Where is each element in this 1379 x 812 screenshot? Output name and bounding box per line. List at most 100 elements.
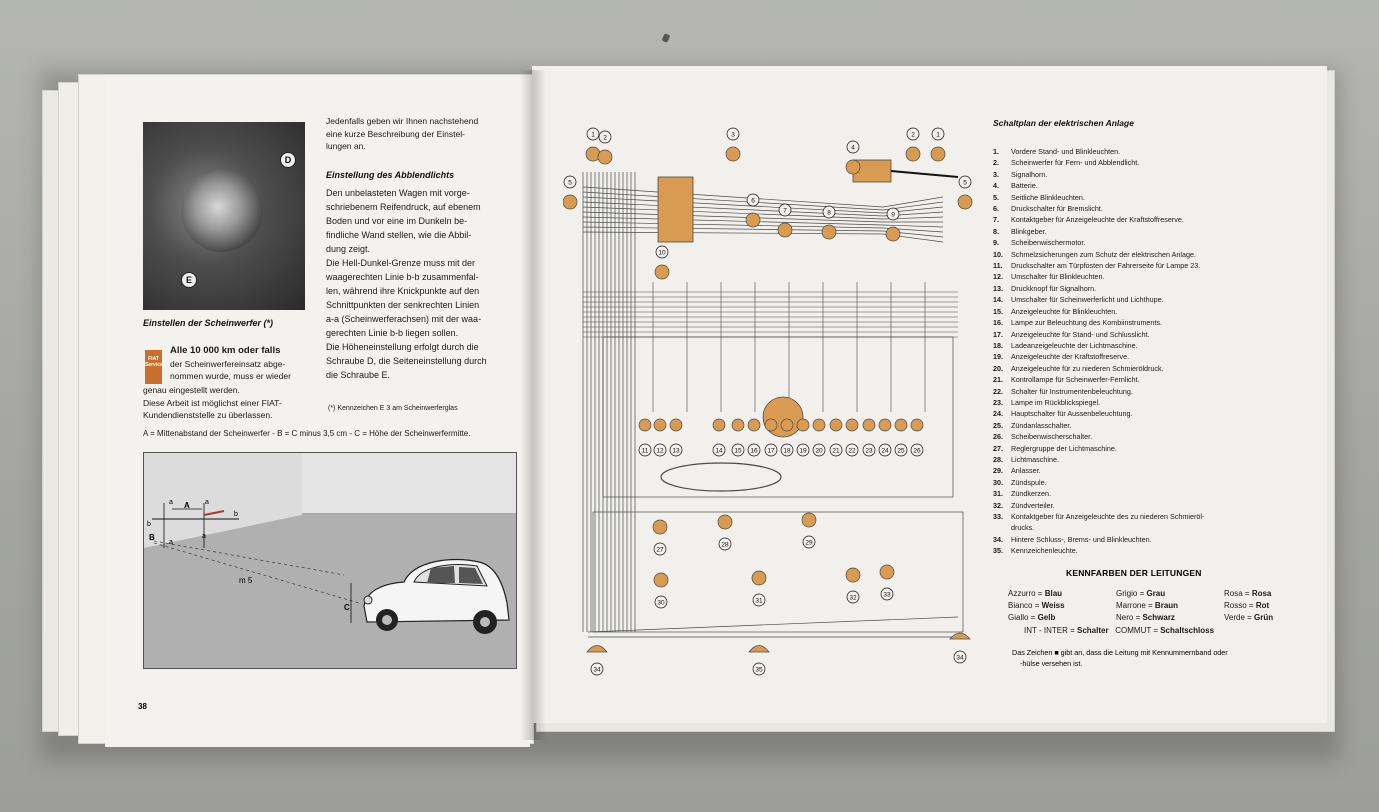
- abbrev-line: INT - INTER = Schalter COMMUT = Schaltsc…: [1024, 626, 1215, 635]
- component-number: 3.: [993, 169, 999, 179]
- component-33: [879, 564, 895, 580]
- component-text: Anzeigeleuchte für Stand- und Schlusslic…: [1011, 329, 1150, 339]
- caption-line: genau eingestellt werden.: [143, 385, 240, 395]
- component-text: Druckschalter für Bremslicht.: [1011, 204, 1103, 214]
- component-list-item: 25.Zündanlasschalter.: [993, 420, 1303, 431]
- component-text: Reglergruppe der Lichtmaschine.: [1011, 443, 1117, 453]
- color-it: Rosa: [1224, 589, 1243, 598]
- component-number-label: 3: [731, 132, 735, 139]
- component-text: Scheibenwischermotor.: [1011, 238, 1086, 248]
- fuse-box: [657, 176, 694, 243]
- color-entry: Nero = Schwarz: [1116, 613, 1175, 622]
- callout-circle: [822, 205, 836, 219]
- component-list-item: 30.Zündspule.: [993, 477, 1303, 488]
- component-text: drucks.: [1011, 523, 1035, 533]
- component-list-item: 20.Anzeigeleuchte für zu niederen Schmie…: [993, 363, 1303, 374]
- color-entry: Giallo = Gelb: [1008, 613, 1056, 622]
- component-list-item: 12.Umschalter für Blinkleuchten.: [993, 271, 1303, 282]
- component-list-item: 33.Kontaktgeber für Anzeigeleuchte des z…: [993, 511, 1303, 522]
- component-19: [796, 418, 810, 432]
- color-it: Verde: [1224, 613, 1245, 622]
- color-entry: Rosso = Rot: [1224, 601, 1270, 610]
- photo-caption: Einstellen der Scheinwerfer (*): [143, 318, 274, 328]
- component-list-item: 27.Reglergruppe der Lichtmaschine.: [993, 443, 1303, 454]
- callout-d: D: [280, 152, 296, 168]
- text-line: Schnittpunkten der senkrechten Linien: [326, 300, 480, 310]
- component-number-label: 6: [751, 198, 755, 205]
- callout-circle: [712, 443, 726, 457]
- component-number: 22.: [993, 386, 1003, 396]
- color-row: Azzurro = Blau Grigio = Grau Rosa = Rosa: [1008, 588, 1308, 600]
- component-number: 11.: [993, 261, 1003, 271]
- main-paragraph: Den unbelasteten Wagen mit vorge- schrie…: [326, 186, 521, 382]
- diagram-label: C: [344, 603, 350, 612]
- component-26: [910, 418, 924, 432]
- component-text: Hintere Schluss-, Brems- und Blinkleucht…: [1011, 534, 1152, 544]
- component-number-label: 21: [832, 448, 840, 455]
- component-text: Lampe zur Beleuchtung des Kombiinstrumen…: [1011, 318, 1163, 328]
- component-number: 29.: [993, 466, 1003, 476]
- color-code-table: Azzurro = Blau Grigio = Grau Rosa = Rosa…: [1008, 588, 1308, 637]
- component-list-item: 29.Anlasser.: [993, 465, 1303, 476]
- component-number-label: 11: [642, 448, 649, 455]
- component-list-item: 16.Lampe zur Beleuchtung des Kombiinstru…: [993, 317, 1303, 328]
- component-number: 24.: [993, 409, 1003, 419]
- abbrev-it: INT - INTER: [1024, 626, 1068, 635]
- component-number: 14.: [993, 295, 1003, 305]
- component-number-label: 1: [591, 132, 595, 139]
- component-number-label: 1: [936, 132, 940, 139]
- color-it: Bianco: [1008, 601, 1033, 610]
- component-text: Zündkerzen.: [1011, 489, 1051, 499]
- text-line: Boden und vor eine im Dunkeln be-: [326, 216, 468, 226]
- color-entry: Azzurro = Blau: [1008, 589, 1063, 598]
- color-entry: Grigio = Grau: [1116, 589, 1166, 598]
- wire: [582, 186, 944, 208]
- component-list-item: 5.Seitliche Blinkleuchten.: [993, 192, 1303, 203]
- component-number-label: 7: [783, 208, 787, 215]
- component-text: Kontrollampe für Scheinwerfer-Fernlicht.: [1011, 375, 1140, 385]
- callout-circle: [747, 443, 761, 457]
- component-text: Druckschalter am Türpfosten der Fahrerse…: [1011, 261, 1201, 271]
- diagram-label: a: [202, 533, 206, 540]
- text-line: Den unbelasteten Wagen mit vorge-: [326, 188, 470, 198]
- component-number: 10.: [993, 249, 1003, 259]
- component-35: [748, 645, 770, 653]
- component-number-label: 18: [783, 448, 791, 455]
- color-it: Grigio: [1116, 589, 1138, 598]
- component-number: 33.: [993, 512, 1003, 521]
- callout-circle: [953, 650, 967, 664]
- callout-circle: [778, 203, 792, 217]
- component-2: [597, 149, 613, 165]
- text-line: lungen an.: [326, 141, 366, 151]
- caption-line: der Scheinwerfereinsatz abge-: [170, 358, 286, 369]
- callout-circle: [746, 193, 760, 207]
- color-de: Grau: [1146, 589, 1166, 598]
- kennfarben-title: KENNFARBEN DER LEITUNGEN: [1066, 568, 1202, 578]
- color-de: Grün: [1254, 613, 1274, 622]
- component-number-label: 19: [799, 448, 807, 455]
- text-line: len, während ihre Knickpunkte auf den: [326, 286, 480, 296]
- callout-circle: [894, 443, 908, 457]
- color-de: Rot: [1255, 601, 1270, 610]
- wire: [602, 336, 954, 498]
- component-list-item: 6.Druckschalter für Bremslicht.: [993, 203, 1303, 214]
- component-number-label: 22: [848, 448, 856, 455]
- component-11: [638, 418, 652, 432]
- component-number-label: 34: [593, 667, 601, 674]
- component-list-item: 9. Scheibenwischermotor.: [993, 237, 1303, 248]
- caption-block-full: genau eingestellt werden. Diese Arbeit i…: [143, 384, 323, 422]
- color-de: Rosa: [1251, 589, 1272, 598]
- callout-circle: [586, 127, 600, 141]
- text-line: eine kurze Beschreibung der Einstel-: [326, 128, 465, 139]
- page-number: 38: [138, 702, 147, 711]
- component-text: Lampe im Rückblickspiegel.: [1011, 397, 1101, 407]
- callout-circle: [886, 207, 900, 221]
- callout-circle: [764, 443, 778, 457]
- component-number: 9.: [993, 238, 999, 248]
- color-entry: Verde = Grün: [1224, 613, 1274, 622]
- callout-circle: [726, 127, 740, 141]
- component-list-item: 22.Schalter für Instrumentenbeleuchtung.: [993, 386, 1303, 397]
- component-17: [764, 418, 778, 432]
- component-number-label: 35: [755, 667, 763, 674]
- component-text: Ladeanzeigeleuchte der Lichtmaschine.: [1011, 340, 1138, 350]
